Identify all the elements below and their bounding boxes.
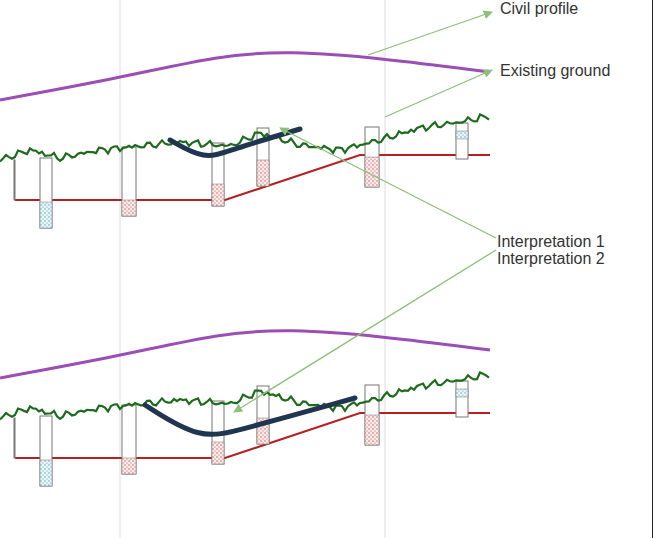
leader-arrow (280, 128, 496, 238)
bedrock-line (15, 413, 490, 458)
civil-profile-line (0, 331, 490, 378)
borehole-symbol (14, 418, 15, 458)
profile-panel (0, 331, 490, 486)
civil-profile-line (0, 53, 490, 100)
leader-arrow (368, 12, 492, 55)
borehole-symbol (40, 416, 52, 486)
interpretation-curve (145, 398, 355, 434)
callout-label: Interpretation 1 (497, 233, 605, 251)
profile-panel (0, 53, 490, 228)
ground-line (0, 114, 489, 161)
grid-line (385, 0, 386, 538)
borehole-symbol (456, 381, 468, 417)
borehole-symbol (122, 405, 136, 474)
borehole-symbol (365, 385, 379, 445)
borehole-symbol (122, 147, 136, 216)
frame-line (652, 0, 653, 538)
leader-arrow (234, 250, 496, 412)
callout-label: Existing ground (500, 62, 610, 80)
callout-label: Interpretation 2 (497, 250, 605, 268)
borehole-symbol (14, 160, 15, 200)
borehole-symbol (40, 158, 52, 228)
callout-label: Civil profile (500, 0, 578, 18)
interpretation-curve (170, 129, 300, 155)
ground-line (0, 372, 489, 419)
borehole-symbol (456, 123, 468, 159)
leader-arrow (385, 70, 492, 117)
bedrock-line (15, 155, 490, 200)
